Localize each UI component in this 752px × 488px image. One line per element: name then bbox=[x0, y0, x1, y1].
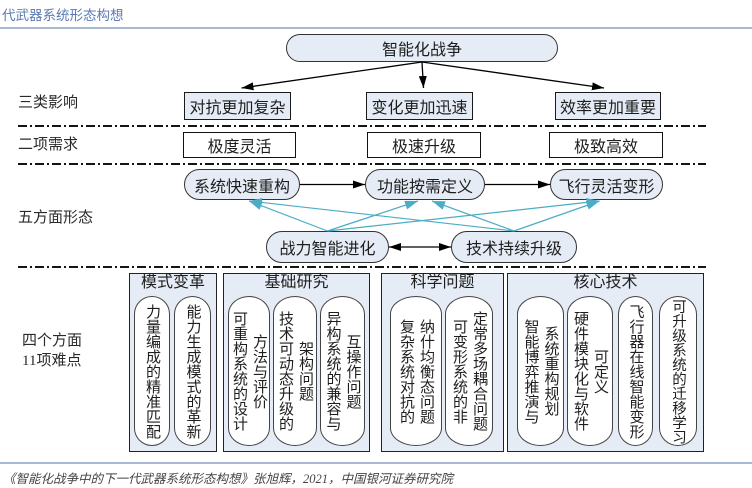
footer-rule bbox=[0, 462, 752, 464]
source-citation: 《智能化战争中的下一代武器系统形态构想》张旭辉，2021，中国银河证券研究院 bbox=[3, 472, 454, 486]
impact-box: 效率更加重要 bbox=[555, 92, 661, 120]
difficulty-text: 智能博弈推演与 系统重构规划 bbox=[522, 318, 559, 424]
form-node: 飞行灵活变形 bbox=[550, 169, 663, 200]
difficulty-text: 可升级系统的迁移学习 bbox=[670, 298, 686, 444]
need-box: 极速升级 bbox=[367, 132, 481, 158]
arrow-supports-9 bbox=[248, 197, 515, 232]
difficulty-pill: 可重构系统的设计 方法与评价 bbox=[228, 296, 270, 446]
form-node: 战力智能进化 bbox=[266, 231, 389, 263]
form-node: 功能按需定义 bbox=[365, 169, 485, 200]
header-rule bbox=[0, 27, 752, 29]
row-label-difficulties: 四个方面 11项难点 bbox=[22, 331, 82, 371]
difficulty-pill: 可升级系统的迁移学习 bbox=[659, 296, 697, 446]
impact-box: 对抗更加复杂 bbox=[184, 92, 291, 120]
difficulty-text: 能力生成模式的革新 bbox=[184, 303, 201, 439]
group-mode-change: 模式变革 力量编成的精准匹配 能力生成模式的革新 bbox=[129, 273, 217, 452]
difficulty-text: 硬件模块化与软件 可定义 bbox=[572, 311, 608, 431]
group-title: 基础研究 bbox=[264, 274, 329, 291]
row-label-line: 四个方面 bbox=[22, 333, 83, 349]
difficulty-text: 异构系统的兼容与 互操作问题 bbox=[324, 311, 361, 431]
form-node: 系统快速重构 bbox=[184, 169, 300, 200]
row-label-forms: 五方面形态 bbox=[18, 210, 94, 226]
difficulty-pill: 力量编成的精准匹配 bbox=[134, 296, 170, 446]
figure-title: 代武器系统形态构想 bbox=[2, 8, 124, 23]
group-title: 模式变革 bbox=[140, 274, 205, 291]
need-box: 极度灵活 bbox=[183, 132, 296, 158]
arrow-supports-6 bbox=[248, 200, 328, 232]
arrow-leads_to-1 bbox=[418, 61, 427, 89]
difficulty-text: 复杂系统对抗的 纳什均衡态问题 bbox=[398, 318, 434, 424]
group-title: 科学问题 bbox=[410, 274, 475, 291]
difficulty-text: 力量编成的精准匹配 bbox=[144, 303, 160, 439]
difficulty-pill: 智能博弈推演与 系统重构规划 bbox=[517, 296, 564, 446]
impact-box: 变化更加迅速 bbox=[366, 92, 473, 120]
arrow-supports-10 bbox=[431, 200, 515, 232]
arrow-supports-11 bbox=[513, 200, 600, 232]
arrow-leads_to-0 bbox=[241, 61, 423, 91]
difficulty-pill: 技术可动态升级的 架构问题 bbox=[273, 296, 317, 446]
arrow-leads_to-2 bbox=[421, 61, 605, 91]
row-label-needs: 二项需求 bbox=[18, 137, 79, 153]
difficulty-pill: 可变形系统的非 定常多场耦合问题 bbox=[445, 296, 493, 446]
difficulty-pill: 硬件模块化与软件 可定义 bbox=[567, 296, 613, 446]
top-node-intelligent-warfare: 智能化战争 bbox=[286, 34, 558, 62]
form-node: 技术持续升级 bbox=[451, 231, 577, 263]
difficulty-text: 技术可动态升级的 架构问题 bbox=[277, 311, 313, 431]
group-core-technology: 核心技术 智能博弈推演与 系统重构规划 硬件模块化与软件 可定义 飞行器在线智能… bbox=[507, 273, 704, 452]
row-label-impacts: 三类影响 bbox=[18, 95, 79, 111]
arrow-supports-7 bbox=[327, 200, 419, 232]
difficulty-pill: 异构系统的兼容与 互操作问题 bbox=[320, 296, 365, 446]
group-title: 核心技术 bbox=[573, 274, 638, 291]
arrow-supports-8 bbox=[327, 197, 600, 232]
difficulty-pill: 飞行器在线智能变形 bbox=[618, 296, 653, 446]
row-label-line: 11项难点 bbox=[22, 353, 82, 369]
difficulty-pill: 能力生成模式的革新 bbox=[174, 296, 211, 446]
difficulty-text: 可变形系统的非 定常多场耦合问题 bbox=[451, 311, 487, 431]
group-basic-research: 基础研究 可重构系统的设计 方法与评价 技术可动态升级的 架构问题 异构系统的兼… bbox=[223, 273, 370, 452]
group-scientific-problems: 科学问题 复杂系统对抗的 纳什均衡态问题 可变形系统的非 定常多场耦合问题 bbox=[381, 273, 504, 452]
difficulty-pill: 复杂系统对抗的 纳什均衡态问题 bbox=[390, 296, 442, 446]
difficulty-text: 可重构系统的设计 方法与评价 bbox=[231, 311, 267, 431]
difficulty-text: 飞行器在线智能变形 bbox=[627, 303, 644, 439]
need-box: 极致高效 bbox=[549, 132, 663, 158]
